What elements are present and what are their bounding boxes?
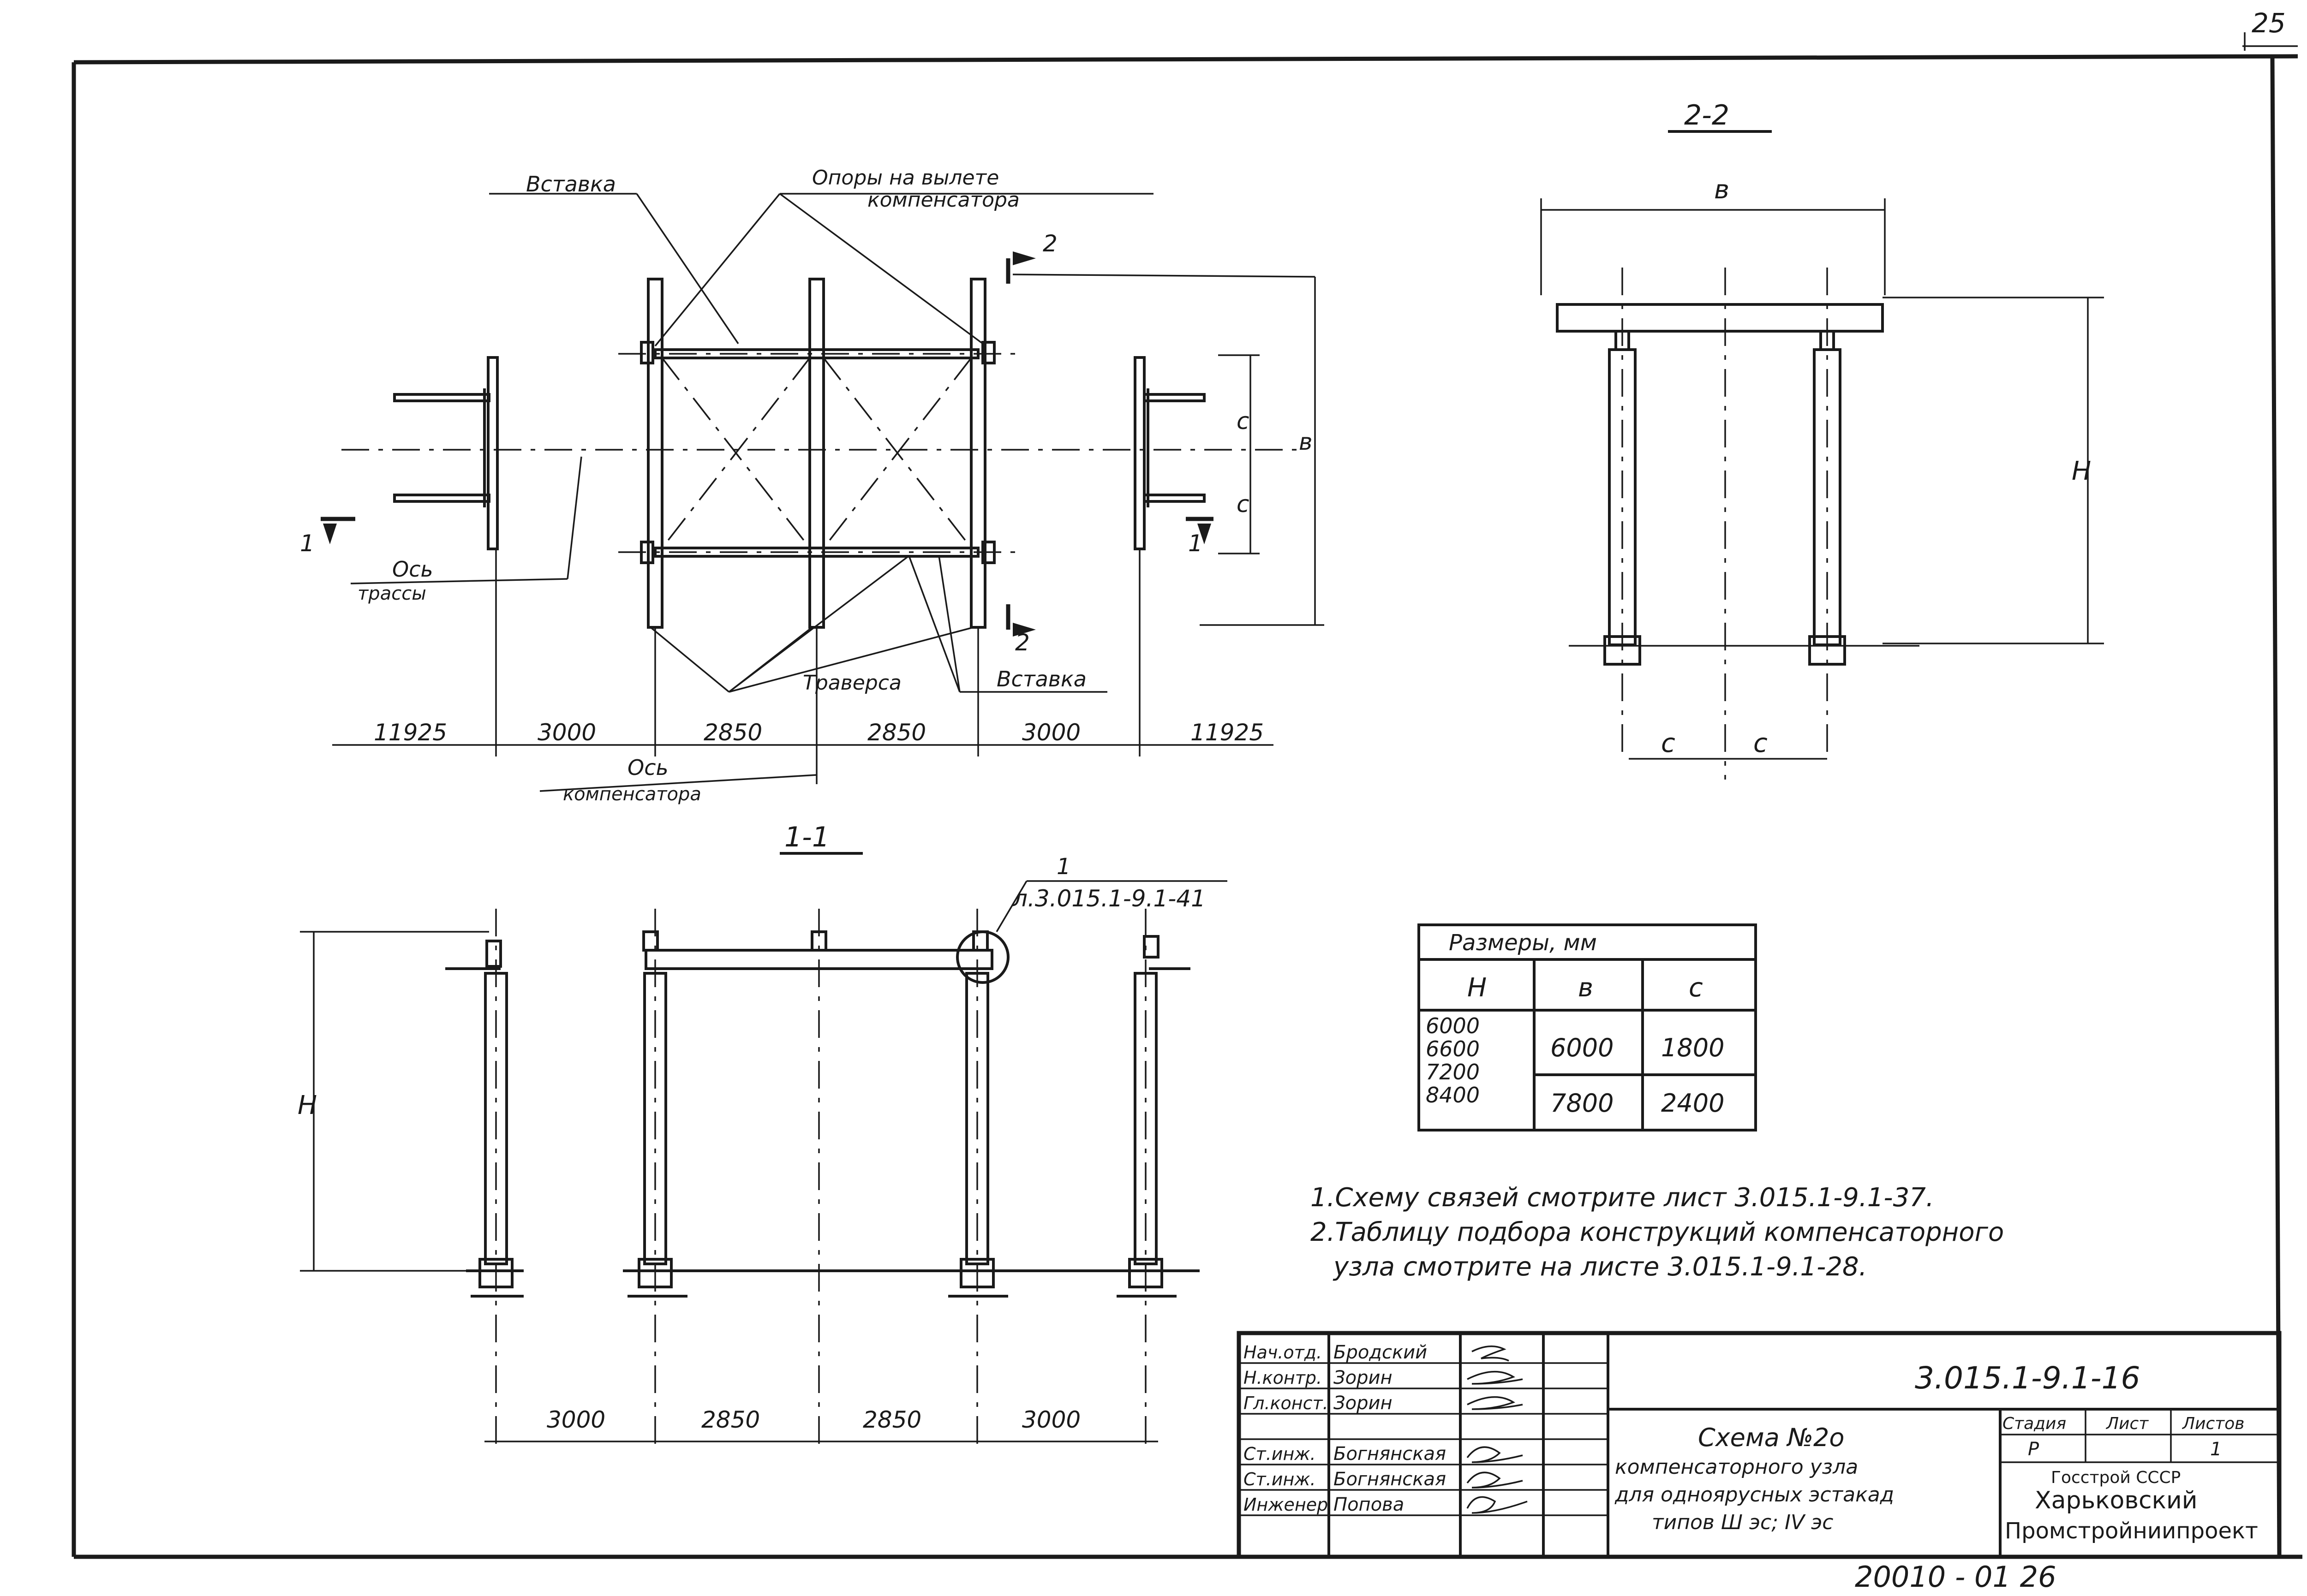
- section-1-1-view: [300, 852, 1227, 1448]
- sheets-value: 1: [2210, 1439, 2222, 1460]
- person-role-5: Ст.инж.: [1243, 1469, 1316, 1489]
- org-line-1: Госстрой СССР: [2051, 1468, 2181, 1487]
- dim-b: в: [1299, 429, 1312, 455]
- stage-value: Р: [2028, 1439, 2039, 1460]
- sheet-header: Лист: [2105, 1414, 2149, 1433]
- title-line-2: для одноярусных эстакад: [1614, 1483, 1894, 1507]
- org-line-3: Промстройниипроект: [2005, 1518, 2258, 1544]
- dim-c-lower: с: [1237, 491, 1249, 518]
- note-2: 2.Таблицу подбора конструкций компенсато…: [1310, 1217, 2004, 1247]
- section-2-2-b: в: [1714, 175, 1729, 205]
- plan-dim-4: 3000: [1022, 719, 1081, 746]
- title-line-3: типов Ш эс; IV эс: [1652, 1511, 1833, 1534]
- insert-label-top: Вставка: [526, 172, 616, 197]
- title-line-1: компенсаторного узла: [1615, 1455, 1858, 1479]
- person-name-6: Попова: [1333, 1494, 1404, 1515]
- table-row1-b: 7800: [1550, 1089, 1614, 1118]
- section-1-1-dim-3: 3000: [1022, 1406, 1081, 1433]
- section-1-1-dim-2: 2850: [863, 1406, 921, 1433]
- sheet-frame: [72, 32, 2302, 1559]
- route-axis-line2: трассы: [358, 583, 426, 604]
- insert-label-bottom: Вставка: [997, 667, 1087, 691]
- section-mark-2-bottom: 2: [1015, 629, 1030, 656]
- dimension-table: [1417, 923, 1757, 1131]
- table-header-h: H: [1467, 973, 1487, 1003]
- section-1-1-title: 1-1: [784, 821, 830, 853]
- table-h-3: 8400: [1426, 1083, 1480, 1108]
- table-row0-b: 6000: [1550, 1033, 1614, 1062]
- traverse-label: Траверса: [803, 671, 902, 695]
- plan-dim-5: 11925: [1190, 719, 1264, 746]
- section-mark-2-top: 2: [1043, 230, 1058, 257]
- stage-header: Стадия: [2002, 1414, 2066, 1433]
- person-role-1: Н.контр.: [1243, 1368, 1322, 1388]
- supports-label-line2: компенсатора: [867, 188, 1020, 212]
- plan-dim-0: 11925: [374, 719, 447, 746]
- org-line-2: Харьковский: [2035, 1487, 2198, 1514]
- plan-dim-1: 3000: [538, 719, 596, 746]
- table-h-2: 7200: [1426, 1060, 1480, 1084]
- plan-dim-3: 2850: [867, 719, 926, 746]
- table-row0-c: 1800: [1661, 1033, 1724, 1062]
- person-name-5: Богнянская: [1333, 1469, 1446, 1490]
- person-name-0: Бродский: [1333, 1342, 1427, 1363]
- comp-axis-line2: компенсатора: [563, 784, 701, 805]
- person-name-2: Зорин: [1333, 1393, 1393, 1414]
- table-header-c: с: [1689, 973, 1703, 1003]
- section-1-1-ref-number: 1: [1057, 854, 1071, 880]
- page-number: 25: [2252, 7, 2286, 39]
- table-h-1: 6600: [1426, 1036, 1480, 1061]
- supports-label-line1: Опоры на вылете: [812, 166, 999, 190]
- plan-view: [321, 193, 1324, 792]
- section-1-1-dim-0: 3000: [547, 1406, 605, 1433]
- section-1-1-dim-1: 2850: [701, 1406, 760, 1433]
- section-2-2-title: 2-2: [1684, 99, 1729, 131]
- route-axis-line1: Ось: [392, 557, 433, 582]
- dim-c-upper: с: [1237, 408, 1249, 435]
- table-header-b: в: [1578, 973, 1593, 1003]
- footer-code: 20010 - 01 26: [1855, 1560, 2056, 1594]
- plan-dim-2: 2850: [704, 719, 762, 746]
- table-row1-c: 2400: [1661, 1089, 1724, 1118]
- table-h-0: 6000: [1426, 1013, 1480, 1038]
- section-2-2-view: [1540, 130, 2104, 780]
- section-1-1-h: H: [298, 1090, 317, 1120]
- section-2-2-c2: с: [1753, 728, 1768, 758]
- section-2-2-h: H: [2072, 456, 2091, 486]
- title-block: [1237, 1331, 2282, 1559]
- sheets-header: Листов: [2181, 1414, 2244, 1433]
- section-2-2-c1: с: [1661, 728, 1675, 758]
- person-role-6: Инженер: [1243, 1495, 1328, 1515]
- note-1: 1.Схему связей смотрите лист 3.015.1-9.1…: [1310, 1183, 1934, 1213]
- title-line-0: Схема №2о: [1698, 1423, 1844, 1452]
- note-3: узла смотрите на листе 3.015.1-9.1-28.: [1333, 1252, 1867, 1282]
- section-mark-1-left: 1: [300, 530, 315, 557]
- table-caption: Размеры, мм: [1449, 930, 1597, 956]
- person-role-2: Гл.конст.: [1243, 1393, 1328, 1413]
- person-name-4: Богнянская: [1333, 1443, 1446, 1465]
- doc-code: 3.015.1-9.1-16: [1915, 1360, 2140, 1396]
- section-mark-1-right: 1: [1188, 530, 1203, 557]
- person-name-1: Зорин: [1333, 1367, 1393, 1388]
- comp-axis-line1: Ось: [628, 755, 669, 780]
- section-1-1-ref-sheet: л.3.015.1-9.1-41: [1012, 885, 1206, 912]
- person-role-0: Нач.отд.: [1243, 1342, 1322, 1363]
- person-role-4: Ст.инж.: [1243, 1444, 1316, 1464]
